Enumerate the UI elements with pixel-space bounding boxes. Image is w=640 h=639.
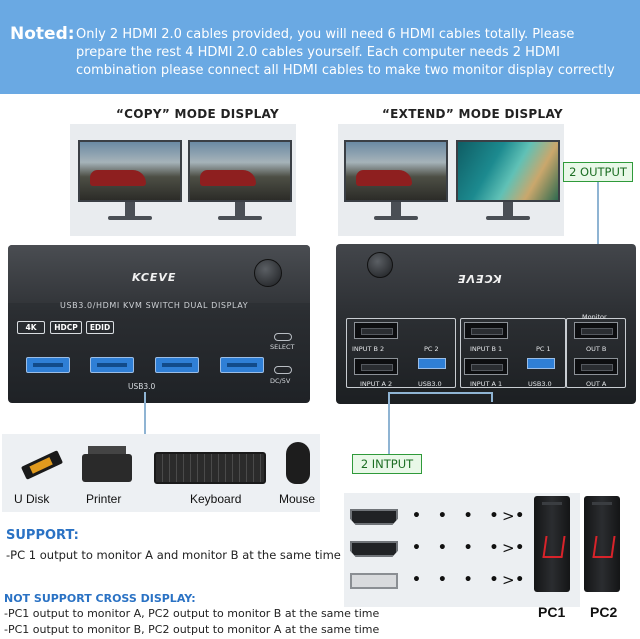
kvm-subtitle: USB3.0/HDMI KVM SWITCH DUAL DISPLAY	[60, 301, 249, 310]
note-body: Only 2 HDMI 2.0 cables provided, you wil…	[76, 27, 615, 78]
monitor-screen	[456, 140, 560, 202]
label-usb3-b: USB3.0	[528, 380, 552, 388]
monitor-screen	[78, 140, 182, 202]
chevron-right-icon: >	[502, 507, 515, 525]
hdmi-out-b[interactable]	[574, 322, 618, 339]
chevron-right-icon: >	[502, 539, 515, 557]
connection-dots: • • • • •	[412, 572, 531, 588]
label-monitor: Monitor	[582, 313, 607, 321]
printer-icon	[78, 442, 134, 486]
copy-monitor-b	[188, 140, 292, 222]
not-support-line-1: -PC1 output to monitor A, PC2 output to …	[4, 607, 380, 620]
label-out-b: OUT B	[586, 345, 607, 353]
copy-monitor-a	[78, 140, 182, 222]
chip-4k: 4K	[17, 321, 45, 334]
front-usb-port-4[interactable]	[220, 357, 264, 373]
label-pc1: PC 1	[536, 345, 551, 353]
select-label: SELECT	[270, 343, 295, 351]
pc2-port-group	[346, 318, 456, 388]
connection-dots: • • • • •	[412, 540, 531, 556]
power-port[interactable]	[274, 366, 292, 374]
back-knob	[367, 252, 393, 278]
label-input-a2: INPUT A 2	[360, 380, 393, 388]
mouse-icon	[284, 442, 314, 486]
input-connector-line	[388, 392, 390, 454]
pc1-port-group	[460, 318, 566, 388]
keyboard-icon	[154, 442, 266, 486]
connection-dots: • • • • •	[412, 508, 531, 524]
note-title: Noted:	[10, 24, 75, 44]
usb-disk-icon	[12, 442, 64, 486]
extend-monitor-a	[344, 140, 448, 222]
select-knob[interactable]	[254, 259, 282, 287]
pc1-label: PC1	[538, 604, 566, 620]
output-badge: 2 OUTPUT	[563, 162, 633, 182]
hdmi-input-b1[interactable]	[464, 322, 508, 339]
peripheral-label-printer: Printer	[86, 492, 122, 506]
copy-mode-label: “COPY” MODE DISPLAY	[116, 107, 279, 121]
label-input-b1: INPUT B 1	[470, 345, 503, 353]
hdmi-input-a2[interactable]	[354, 358, 398, 375]
chevron-right-icon: >	[502, 571, 515, 589]
kvm-brand-logo: KCEVE	[132, 271, 177, 284]
front-usb-port-3[interactable]	[155, 357, 199, 373]
peripheral-label-udisk: U Disk	[14, 492, 50, 506]
pc2-label: PC2	[590, 604, 618, 620]
usb-plug-icon	[346, 570, 402, 592]
pc1-tower-icon	[534, 496, 570, 592]
peripheral-label-keyboard: Keyboard	[190, 492, 242, 506]
front-usb-port-1[interactable]	[26, 357, 70, 373]
peripheral-label-mouse: Mouse	[279, 492, 316, 506]
label-pc2: PC 2	[424, 345, 439, 353]
power-label: DC/5V	[270, 377, 291, 385]
label-input-a1: INPUT A 1	[470, 380, 503, 388]
chip-edid: EDID	[86, 321, 114, 334]
input-badge: 2 INTPUT	[352, 454, 422, 474]
not-support-line-2: -PC1 output to monitor B, PC2 output to …	[4, 623, 380, 636]
hdmi-plug-icon	[346, 506, 402, 528]
hdmi-out-a[interactable]	[574, 358, 618, 375]
note-banner	[0, 0, 640, 94]
pc2-tower-icon	[584, 496, 620, 592]
extend-mode-label: “EXTEND” MODE DISPLAY	[382, 107, 563, 121]
label-out-a: OUT A	[586, 380, 607, 388]
label-input-b2: INPUT B 2	[352, 345, 385, 353]
not-support-title: NOT SUPPORT CROSS DISPLAY:	[4, 592, 196, 605]
support-title: SUPPORT:	[6, 528, 79, 543]
back-brand-logo: KCEVE	[457, 272, 502, 285]
usb-caption: USB3.0	[128, 382, 156, 391]
peripheral-connector-line	[144, 392, 146, 434]
output-connector-line	[597, 182, 599, 258]
back-usb-port-pc2[interactable]	[418, 358, 446, 369]
input-connector-line	[491, 392, 493, 402]
hdmi-input-a1[interactable]	[464, 358, 508, 375]
label-usb3-a: USB3.0	[418, 380, 442, 388]
extend-monitor-b	[456, 140, 560, 222]
monitor-screen	[188, 140, 292, 202]
back-usb-port-pc1[interactable]	[527, 358, 555, 369]
select-port[interactable]	[274, 333, 292, 341]
input-connector-line	[388, 392, 492, 394]
front-usb-port-2[interactable]	[90, 357, 134, 373]
monitor-port-group	[566, 318, 626, 388]
hdmi-plug-icon	[346, 538, 402, 560]
hdmi-input-b2[interactable]	[354, 322, 398, 339]
monitor-screen	[344, 140, 448, 202]
chip-hdcp: HDCP	[50, 321, 82, 334]
support-line: -PC 1 output to monitor A and monitor B …	[6, 548, 341, 562]
